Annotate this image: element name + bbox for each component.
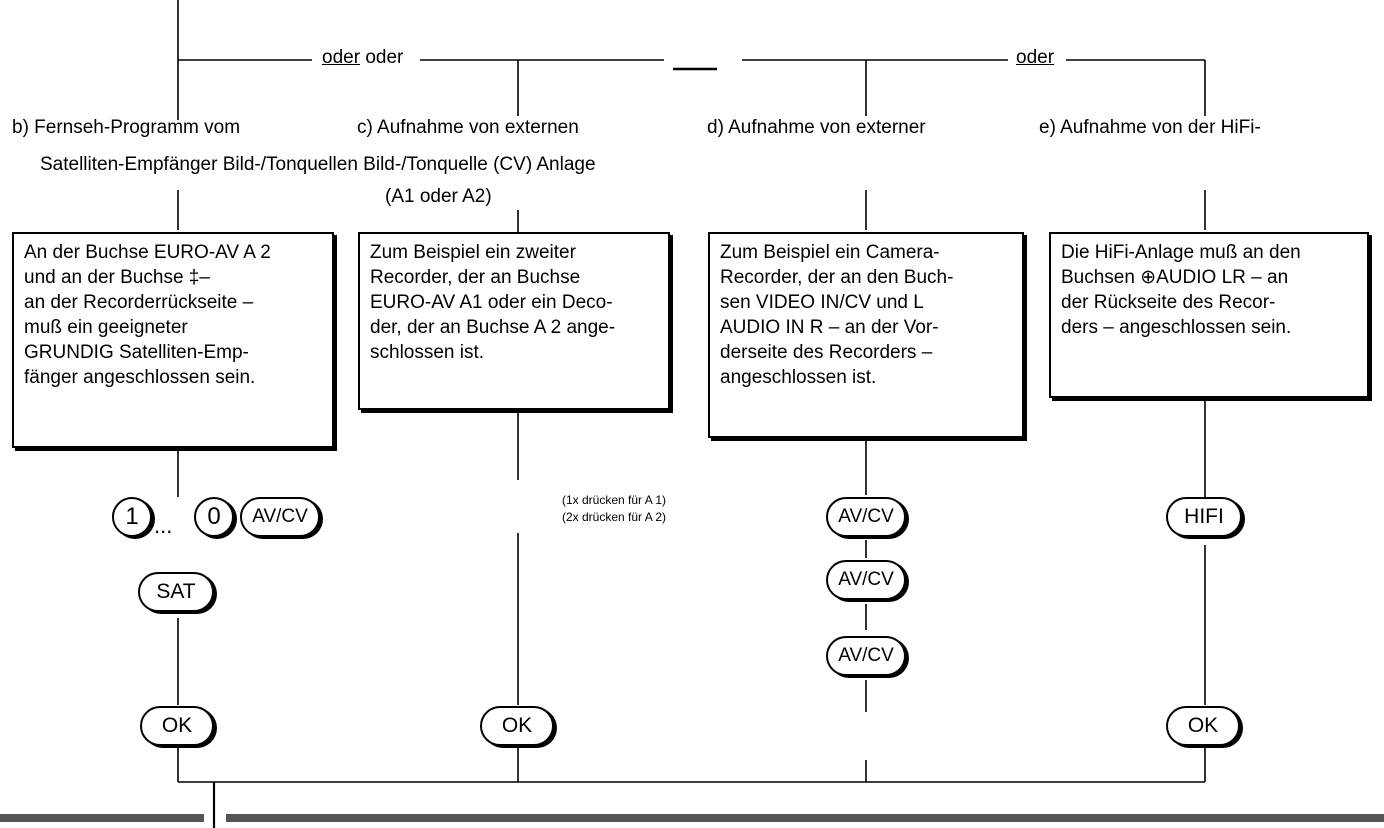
branch-d-line: Recorder, der an den Buch- — [720, 267, 954, 288]
branch-b-line: An der Buchse EURO-AV A 2 — [24, 242, 271, 263]
branch-e-description-box: Die HiFi-Anlage muß an den Buchsen ⊕AUDI… — [1049, 232, 1369, 398]
key-avcv-button-2[interactable]: AV/CV — [826, 560, 906, 600]
branch-e-line: ders – angeschlossen sein. — [1061, 317, 1292, 338]
oder-label-3: oder — [1016, 47, 1055, 68]
branch-d-line: AUDIO IN R – an der Vor- — [720, 317, 939, 338]
footer-rule-left — [0, 814, 204, 822]
press-note-a2: (2x drücken für A 2) — [562, 510, 667, 524]
branch-d-description-box: Zum Beispiel ein Camera- Recorder, der a… — [708, 232, 1024, 438]
branch-b-line: muß ein geeigneter — [24, 317, 188, 338]
oder-label-1: oder oder — [322, 47, 404, 68]
branch-c-description-box: Zum Beispiel ein zweiter Recorder, der a… — [358, 232, 670, 410]
press-note-a1: (1x drücken für A 1) — [562, 493, 667, 507]
branch-b-line: GRUNDIG Satelliten-Emp- — [24, 342, 249, 363]
branch-d-title: d) Aufnahme von externer — [707, 117, 926, 138]
branch-b-title: b) Fernseh-Programm vom — [12, 117, 241, 138]
footer-rule-right — [226, 814, 1384, 822]
key-avcv-button[interactable]: AV/CV — [240, 497, 320, 537]
branch-d-line: Zum Beispiel ein Camera- — [720, 242, 940, 263]
key-ok-button-c[interactable]: OK — [480, 706, 554, 746]
key-avcv-button-1[interactable]: AV/CV — [826, 497, 906, 537]
branch-b-line: fänger angeschlossen sein. — [24, 367, 256, 388]
branch-c-line: Zum Beispiel ein zweiter — [370, 242, 576, 263]
branch-c-title-3: (A1 oder A2) — [385, 186, 492, 207]
branch-b-line: und an der Buchse ‡– — [24, 267, 210, 288]
key-dots: ... — [154, 513, 173, 538]
key-0-button[interactable]: 0 — [194, 497, 234, 537]
branch-c-line: der, der an Buchse A 2 ange- — [370, 317, 616, 338]
key-ok-button-e[interactable]: OK — [1166, 706, 1240, 746]
branch-e-line: Buchsen ⊕AUDIO LR – an — [1061, 267, 1289, 288]
branch-c-line: EURO-AV A1 oder ein Deco- — [370, 292, 613, 313]
key-hifi-button[interactable]: HIFI — [1166, 497, 1242, 537]
key-avcv-button-3[interactable]: AV/CV — [826, 636, 906, 676]
branch-c-title: c) Aufnahme von externen — [357, 117, 579, 138]
branch-e-line: Die HiFi-Anlage muß an den — [1061, 242, 1301, 263]
branch-b-line: an der Recorderrückseite – — [24, 292, 254, 313]
branch-e-title: e) Aufnahme von der HiFi- — [1039, 117, 1261, 138]
branch-e-line: der Rückseite des Recor- — [1061, 292, 1276, 313]
branch-d-line: angeschlossen ist. — [720, 367, 877, 388]
key-sat-button[interactable]: SAT — [138, 572, 214, 612]
branch-d-line: derseite des Recorders – — [720, 342, 933, 363]
key-1-button[interactable]: 1 — [112, 497, 152, 537]
branch-c-line: Recorder, der an Buchse — [370, 267, 581, 288]
key-ok-button-b[interactable]: OK — [140, 706, 214, 746]
branch-c-line: schlossen ist. — [370, 342, 485, 363]
branch-titles-line-2: Satelliten-Empfänger Bild-/Tonquellen Bi… — [40, 154, 596, 175]
branch-d-line: sen VIDEO IN/CV und L — [720, 292, 924, 313]
branch-b-description-box: An der Buchse EURO-AV A 2 und an der Buc… — [12, 232, 334, 448]
